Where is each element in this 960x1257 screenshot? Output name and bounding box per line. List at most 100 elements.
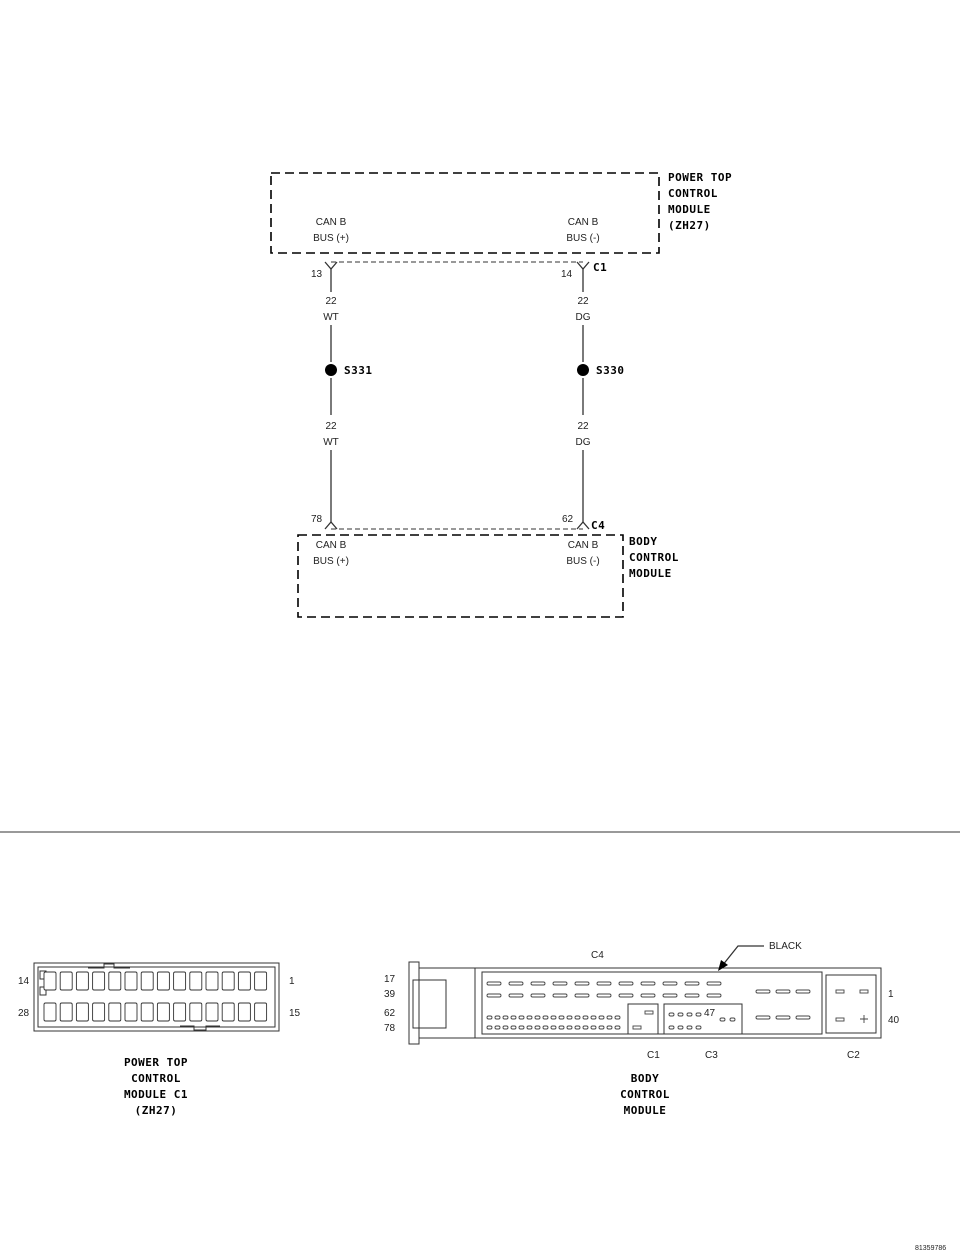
splice-s330-dot [577, 364, 589, 376]
ptcm-c1-cavity [75, 971, 89, 991]
bcm-c4-cavity [775, 989, 791, 994]
bcm-c3-label: C3 [705, 1050, 718, 1061]
bcm-name-line-1: BODY [629, 535, 658, 548]
bcm-c4-cavity [508, 993, 524, 998]
bcm-c4-cavity [618, 993, 634, 998]
bcm-c4-cavity [598, 1015, 605, 1020]
bcm-c2-label: C2 [847, 1050, 860, 1061]
ptcm-c1-cavity [221, 971, 235, 991]
bcm-left-pin-78: 78 [384, 1023, 396, 1034]
ptcm-c1-cavity [173, 971, 187, 991]
ptcm-c1-cavity [75, 1002, 89, 1022]
ptcm-c1-connector-view [33, 962, 280, 1032]
c1-pin-13-symbol [324, 261, 338, 270]
bcm-c4-cavity [606, 1025, 613, 1030]
bcm-c4-cavity [590, 1015, 597, 1020]
bcm-pin-right-label-2: BUS (-) [566, 556, 599, 567]
bcm-c4-cavity [640, 981, 656, 986]
ptcm-c1-label-4: (ZH27) [135, 1104, 178, 1117]
wire-left-gauge-lower: 22 [325, 421, 337, 432]
bcm-c4-cavity [526, 1015, 533, 1020]
ptcm-c1-cavity [237, 971, 251, 991]
ptcm-name-line-4: (ZH27) [668, 219, 711, 232]
bcm-c4-cavity [530, 993, 546, 998]
splice-s331-dot [325, 364, 337, 376]
ptcm-name-line-2: CONTROL [668, 187, 718, 200]
bcm-c4-cavity [526, 1025, 533, 1030]
black-callout-arrowhead [718, 960, 728, 971]
wire-left-color-lower: WT [323, 437, 339, 448]
bcm-name-line-3: MODULE [629, 567, 672, 580]
bcm-c4-cavity [552, 981, 568, 986]
splice-s331-label: S331 [344, 364, 373, 377]
bcm-c4-label: C4 [591, 950, 604, 961]
ptcm-c1-cavity [108, 971, 122, 991]
ptcm-c1-cavity [221, 1002, 235, 1022]
bcm-c4-cavity [542, 1015, 549, 1020]
c4-pin-78-symbol [324, 521, 338, 530]
bcm-c4-cavity [486, 981, 502, 986]
bcm-c4-cavity [795, 1015, 811, 1020]
bcm-c3-cavity [686, 1012, 693, 1017]
bcm-c4-cavity [640, 993, 656, 998]
ptcm-pin-left-label-2: BUS (+) [313, 233, 349, 244]
bcm-c4-cavity [582, 1025, 589, 1030]
wire-left-color-upper: WT [323, 312, 339, 323]
bcm-c4-cavity [566, 1015, 573, 1020]
ptcm-pin-right-label-1: CAN B [568, 217, 599, 228]
bcm-color-callout: BLACK [769, 941, 802, 952]
ptcm-c1-cavity [140, 971, 154, 991]
bcm-c4-cavity [684, 981, 700, 986]
bcm-c4-cavity [508, 981, 524, 986]
bcm-pin-right-label-1: CAN B [568, 540, 599, 551]
bcm-c3-cavity [719, 1017, 726, 1022]
bcm-c4-cavity [574, 1025, 581, 1030]
bcm-c3-cavity [686, 1025, 693, 1030]
bcm-c4-cavity [518, 1025, 525, 1030]
wire-left-gauge-upper: 22 [325, 296, 337, 307]
bcm-c4-cavity [598, 1025, 605, 1030]
bcm-right-pin-40: 40 [888, 1015, 900, 1026]
c1-pin-14-symbol [576, 261, 590, 270]
bcm-view-label-3: MODULE [624, 1104, 667, 1117]
bcm-c4-cavity [494, 1015, 501, 1020]
bcm-c4-cavity [558, 1025, 565, 1030]
ptcm-c1-pin-1: 1 [289, 976, 295, 987]
bcm-view-label-1: BODY [631, 1072, 660, 1085]
wire-right-gauge-lower: 22 [577, 421, 589, 432]
bcm-c4-cavity [530, 981, 546, 986]
connector-c4-label: C4 [591, 519, 605, 532]
bcm-c3-cavity [677, 1012, 684, 1017]
bcm-c4-cavity [574, 1015, 581, 1020]
bcm-c4-cavity [502, 1025, 509, 1030]
ptcm-c1-cavity [108, 1002, 122, 1022]
bcm-right-pin-1: 1 [888, 989, 894, 1000]
c4-pin-62-symbol [576, 521, 590, 530]
ptcm-c1-cavity [43, 971, 57, 991]
bcm-c4-cavity [558, 1015, 565, 1020]
bcm-c4-cavity [596, 993, 612, 998]
c1-pin-13: 13 [311, 269, 323, 280]
ptcm-c1-cavity [205, 1002, 219, 1022]
ptcm-c1-cavity [59, 971, 73, 991]
bcm-c4-cavity [795, 989, 811, 994]
ptcm-c1-cavity [205, 971, 219, 991]
ptcm-c1-cavity [43, 1002, 57, 1022]
bcm-c4-cavity [518, 1015, 525, 1020]
bcm-c4-cavity [706, 981, 722, 986]
bcm-connector-view [408, 961, 882, 1045]
bcm-c4-cavity [486, 1015, 493, 1020]
ptcm-c1-cavity [173, 1002, 187, 1022]
power-top-module-box [270, 172, 660, 254]
bcm-c4-cavity [614, 1025, 621, 1030]
ptcm-name-line-1: POWER TOP [668, 171, 732, 184]
bcm-left-pin-62: 62 [384, 1008, 396, 1019]
connector-c1-label: C1 [593, 261, 607, 274]
c4-pin-78: 78 [311, 514, 323, 525]
bcm-c4-cavity [542, 1025, 549, 1030]
ptcm-c1-cavity [124, 1002, 138, 1022]
black-callout-leader [721, 945, 764, 967]
bcm-c4-cavity [510, 1025, 517, 1030]
bcm-c4-cavity [550, 1015, 557, 1020]
